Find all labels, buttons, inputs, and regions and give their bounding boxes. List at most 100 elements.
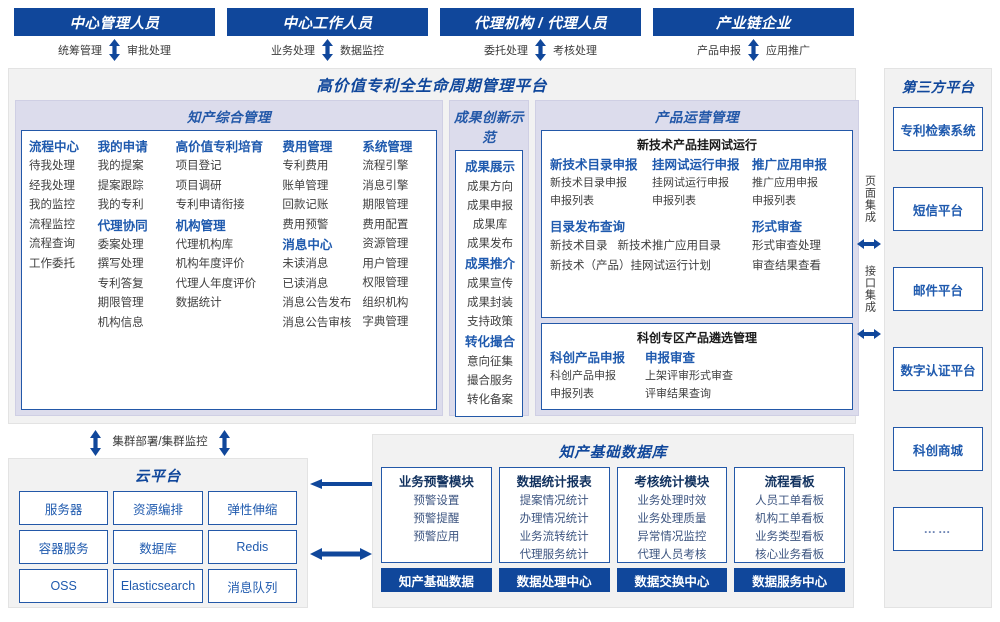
menu-item[interactable]: 已读消息 [282,277,329,290]
ipdb-bar-base-data[interactable]: 知产基础数据 [381,568,492,592]
menu-item[interactable]: 项目登记 [175,160,222,172]
menu-item[interactable]: 资源管理 [362,238,409,250]
menu-item[interactable]: 成果发布 [467,238,513,250]
menu-item[interactable]: 账单管理 [282,179,329,192]
ipdb-card-item[interactable]: 人员工单看板 [755,495,825,507]
menu-item[interactable]: 费用预警 [282,218,329,231]
menu-item[interactable]: 经我处理 [29,179,75,192]
menu-item[interactable]: 推广应用申报 [752,177,819,189]
menu-item[interactable]: 成果库 [472,219,508,231]
third-party-item-more[interactable]: …… [893,507,983,551]
ipdb-card-item[interactable]: 异常情况监控 [637,531,707,543]
cloud-cell-server[interactable]: 服务器 [19,491,109,525]
menu-item[interactable]: 成果封装 [467,297,513,309]
menu-item[interactable]: 组织机构 [362,296,409,309]
menu-item[interactable]: 代理人年度评价 [175,277,257,290]
ipdb-card-item[interactable]: 办理情况统计 [519,513,589,525]
menu-heading: 科创产品申报 [550,351,626,365]
menu-item[interactable]: 机构年度评价 [175,258,245,270]
ipdb-card-item[interactable]: 核心业务看板 [755,549,825,561]
menu-item[interactable]: 挂网试运行申报 [652,177,730,189]
menu-item[interactable]: 申报列表 [550,388,595,400]
menu-item[interactable]: 新技术目录申报 [550,177,628,189]
menu-item[interactable]: 成果方向 [467,181,513,193]
menu-item[interactable]: 新技术推广应用目录 [617,240,722,252]
menu-item[interactable]: 成果申报 [467,200,513,212]
left-right-arrow-icon [857,327,881,341]
ipdb-card-item[interactable]: 业务处理质量 [637,513,707,525]
menu-item[interactable]: 撰写处理 [97,258,144,270]
cloud-cell-elasticsearch[interactable]: Elasticsearch [113,569,203,603]
menu-item[interactable]: 工作委托 [29,257,75,270]
menu-item[interactable]: 我的专利 [97,199,144,211]
menu-item[interactable]: 申报列表 [550,195,595,207]
menu-item[interactable]: 撮合服务 [467,375,513,387]
cloud-cell-oss[interactable]: OSS [19,569,109,603]
menu-item[interactable]: 意向征集 [467,356,513,368]
menu-item[interactable]: 支持政策 [467,316,513,328]
ipdb-card-item[interactable]: 业务流转统计 [519,531,589,543]
menu-item[interactable]: 成果宣传 [467,278,513,290]
menu-item[interactable]: 审查结果查看 [752,259,822,272]
menu-item[interactable]: 机构信息 [97,316,144,329]
ipdb-card-item[interactable]: 预警提醒 [413,513,460,525]
menu-item[interactable]: 形式审查处理 [752,240,822,252]
menu-item[interactable]: 未读消息 [282,258,329,270]
menu-item[interactable]: 待我处理 [29,160,75,172]
menu-item[interactable]: 专利申请衔接 [175,199,245,211]
menu-item[interactable]: 消息公告审核 [282,316,352,329]
ipdb-card-item[interactable]: 机构工单看板 [755,513,825,525]
menu-item[interactable]: 消息引擎 [362,179,409,192]
ipdb-card-item[interactable]: 预警应用 [413,531,460,543]
cloud-cell-redis[interactable]: Redis [207,530,297,564]
menu-item[interactable]: 我的监控 [29,199,75,211]
menu-item[interactable]: 流程监控 [29,218,75,231]
menu-item[interactable]: 流程查询 [29,238,75,250]
menu-item[interactable]: 转化备案 [467,394,513,406]
ipdb-bar-exchange-center[interactable]: 数据交换中心 [616,568,728,592]
menu-item[interactable]: 申报列表 [652,195,697,207]
menu-item[interactable]: 申报列表 [752,195,797,207]
menu-item[interactable]: 回款记账 [282,199,329,211]
ipdb-card-item[interactable]: 提案情况统计 [519,495,589,507]
ipdb-bar-service-center[interactable]: 数据服务中心 [734,568,845,592]
third-party-item-digital-cert[interactable]: 数字认证平台 [893,347,983,391]
ipdb-card-item[interactable]: 业务类型看板 [755,531,825,543]
menu-item[interactable]: 期限管理 [97,297,144,309]
menu-item[interactable]: 新技术目录 [550,240,608,252]
ipdb-bar-processing-center[interactable]: 数据处理中心 [498,568,610,592]
cloud-cell-database[interactable]: 数据库 [113,530,203,564]
menu-item[interactable]: 数据统计 [175,297,222,309]
menu-item[interactable]: 上架评审形式审查 [645,370,734,382]
menu-item[interactable]: 专利费用 [282,160,329,172]
menu-item[interactable]: 用户管理 [362,257,409,270]
menu-item[interactable]: 评审结果查询 [645,388,712,400]
ipdb-card-item[interactable]: 预警设置 [413,495,460,507]
menu-item[interactable]: 提案跟踪 [97,179,144,192]
cloud-cell-autoscaling[interactable]: 弹性伸缩 [207,491,297,525]
menu-item[interactable]: 项目调研 [175,179,222,192]
menu-item[interactable]: 代理机构库 [175,238,234,251]
cloud-cell-orchestration[interactable]: 资源编排 [113,491,203,525]
menu-item[interactable]: 期限管理 [362,199,409,211]
third-party-item-sms[interactable]: 短信平台 [893,187,983,231]
cloud-cell-message-queue[interactable]: 消息队列 [207,569,297,603]
ipdb-card-item[interactable]: 代理服务统计 [519,549,589,561]
third-party-item-email[interactable]: 邮件平台 [893,267,983,311]
menu-heading: 我的申请 [97,140,148,154]
menu-item[interactable]: 我的提案 [97,160,144,172]
menu-item[interactable]: 专利答复 [97,277,144,290]
menu-item[interactable]: 流程引擎 [362,160,409,172]
ipdb-card-item[interactable]: 业务处理时效 [637,495,707,507]
ipdb-card-item[interactable]: 代理人员考核 [637,549,707,561]
menu-item[interactable]: 权限管理 [362,277,409,289]
cloud-cell-container[interactable]: 容器服务 [19,530,109,564]
menu-item[interactable]: 委案处理 [97,238,144,251]
third-party-item-patent-search[interactable]: 专利检索系统 [893,107,983,151]
menu-item[interactable]: 消息公告发布 [282,297,352,309]
menu-item[interactable]: 费用配置 [362,218,409,231]
menu-item[interactable]: 新技术（产品）挂网试运行计划 [550,259,712,272]
menu-item[interactable]: 字典管理 [362,316,409,328]
menu-item[interactable]: 科创产品申报 [550,370,617,382]
third-party-item-kechuang-mall[interactable]: 科创商城 [893,427,983,471]
